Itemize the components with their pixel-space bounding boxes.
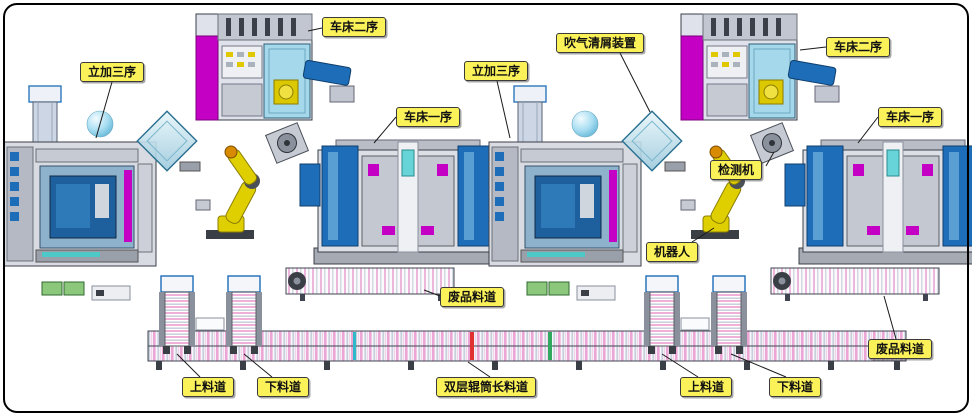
label-air-blow-chip-cleaner: 吹气清屑装置 <box>556 33 645 53</box>
production-cell-right <box>488 13 972 355</box>
label-loading-chute-right: 上料道 <box>680 377 733 397</box>
label-lathe-op2-left: 车床二序 <box>322 17 387 37</box>
label-lathe-op2-right: 车床二序 <box>826 37 891 57</box>
label-double-roller-conveyor: 双层辊筒长料道 <box>436 377 537 397</box>
label-scrap-chute-right: 废品料道 <box>868 339 933 359</box>
label-unloading-chute-right: 下料道 <box>769 377 822 397</box>
long-roller-conveyor <box>147 330 907 370</box>
label-unloading-chute-left: 下料道 <box>257 377 310 397</box>
label-inspection-machine: 检测机 <box>710 160 763 180</box>
label-lathe-op1-right: 车床一序 <box>878 107 943 127</box>
leader-lines <box>95 27 897 378</box>
label-lathe-op1-left: 车床一序 <box>396 107 461 127</box>
label-loading-chute-left: 上料道 <box>182 377 235 397</box>
label-scrap-chute-left: 废品料道 <box>440 287 505 307</box>
label-vmc-op3-right: 立加三序 <box>464 61 529 81</box>
label-vmc-op3-left: 立加三序 <box>80 62 145 82</box>
label-robot: 机器人 <box>646 242 699 262</box>
